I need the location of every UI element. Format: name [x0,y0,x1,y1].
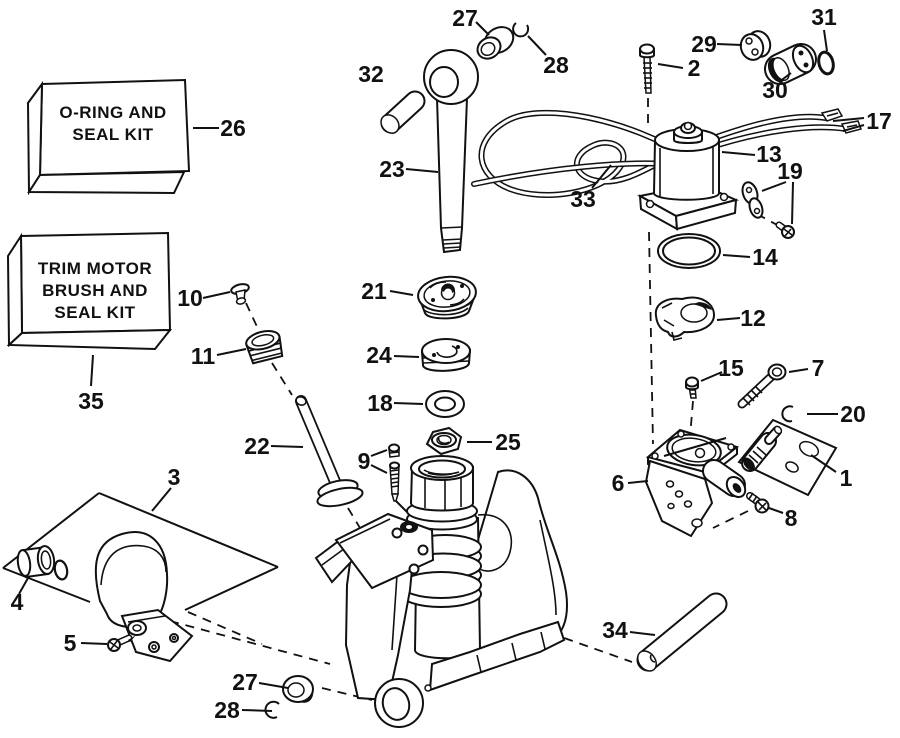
leader-lines [18,21,865,712]
part-4-bushing [16,545,69,581]
part-25-nut [425,426,463,456]
part-10-brush [230,283,250,305]
callout-34: 34 [602,617,628,643]
callout-27-top: 27 [452,5,478,31]
part-23-tilt-shaft [423,49,479,254]
main-housing [314,455,568,728]
callout-7: 7 [812,355,825,381]
part-32-pin [380,90,426,134]
part-14-oring [657,233,721,269]
kit-box-oring-seal: O-RING AND SEAL KIT [26,78,191,196]
part-1-valve-plate [737,418,838,497]
callout-12: 12 [740,305,766,331]
callout-13: 13 [756,141,782,167]
callout-28-top: 28 [543,52,569,78]
callout-19: 19 [777,158,803,184]
callout-26: 26 [220,115,246,141]
callout-4: 4 [11,589,24,615]
part-30-connector [764,43,817,85]
part-21-reservoir-cap [417,275,477,320]
callout-8: 8 [785,505,798,531]
part-22-rod [295,395,364,508]
part-27-grommet-bottom [282,675,314,703]
callout-17: 17 [866,108,892,134]
callout-22: 22 [244,433,270,459]
part-9-set-screws [388,443,400,502]
kit-box-trim-motor-brush: TRIM MOTOR BRUSH AND SEAL KIT [6,231,173,351]
callout-30: 30 [762,77,788,103]
callout-9: 9 [358,448,371,474]
part-11-brush-cap [245,330,284,365]
callout-24: 24 [366,342,392,368]
part-6-manifold [644,428,747,538]
callout-32: 32 [358,61,384,87]
callout-11: 11 [191,343,216,369]
part-5-screw [107,634,136,652]
part-8-screw [746,492,770,514]
part-15-bolt [685,376,699,399]
callout-28-bottom: 28 [214,697,240,723]
part-7-bolt [737,363,787,409]
part-28-clip-bottom [264,700,280,719]
callout-29: 29 [691,31,717,57]
callout-2: 2 [688,55,701,81]
part-29-grommet [739,30,772,61]
kit-box-35-line1: TRIM MOTOR [38,259,152,278]
kit-box-35-line3: SEAL KIT [54,303,135,322]
callout-1: 1 [840,465,853,491]
callout-31: 31 [811,4,837,30]
part-27-cap-top [476,26,515,60]
part-31-oring [817,50,835,76]
callout-25: 25 [495,429,521,455]
callout-33: 33 [570,186,596,212]
callout-21: 21 [361,278,387,304]
callout-10: 10 [177,285,203,311]
part-34-pin [636,592,728,672]
callout-14: 14 [752,244,778,270]
reservoir-assembly [94,531,194,663]
callout-23: 23 [379,156,405,182]
kit-box-26-line1: O-RING AND [59,103,166,122]
part-13-trim-motor [637,121,739,231]
kit-box-35-line2: BRUSH AND [42,281,148,300]
callout-18: 18 [367,390,393,416]
callout-20: 20 [840,401,866,427]
part-20-clip [781,405,794,423]
callout-27-bottom: 27 [232,669,258,695]
callout-3: 3 [168,464,181,490]
part-24-spool [420,338,472,372]
callout-35: 35 [78,388,104,414]
part-19-link-and-screw [741,181,795,239]
part-4-oring [53,559,69,581]
part-2-screw [639,43,655,94]
part-12-cam [654,296,716,341]
callout-15: 15 [718,355,744,381]
part-28-clip-top [512,22,530,38]
callout-6: 6 [612,470,625,496]
callout-5: 5 [64,630,77,656]
callout-labels: 27 28 31 29 2 30 17 32 26 13 23 19 33 14… [11,4,892,723]
kit-box-26-line2: SEAL KIT [72,125,153,144]
part-18-washer [425,390,465,418]
